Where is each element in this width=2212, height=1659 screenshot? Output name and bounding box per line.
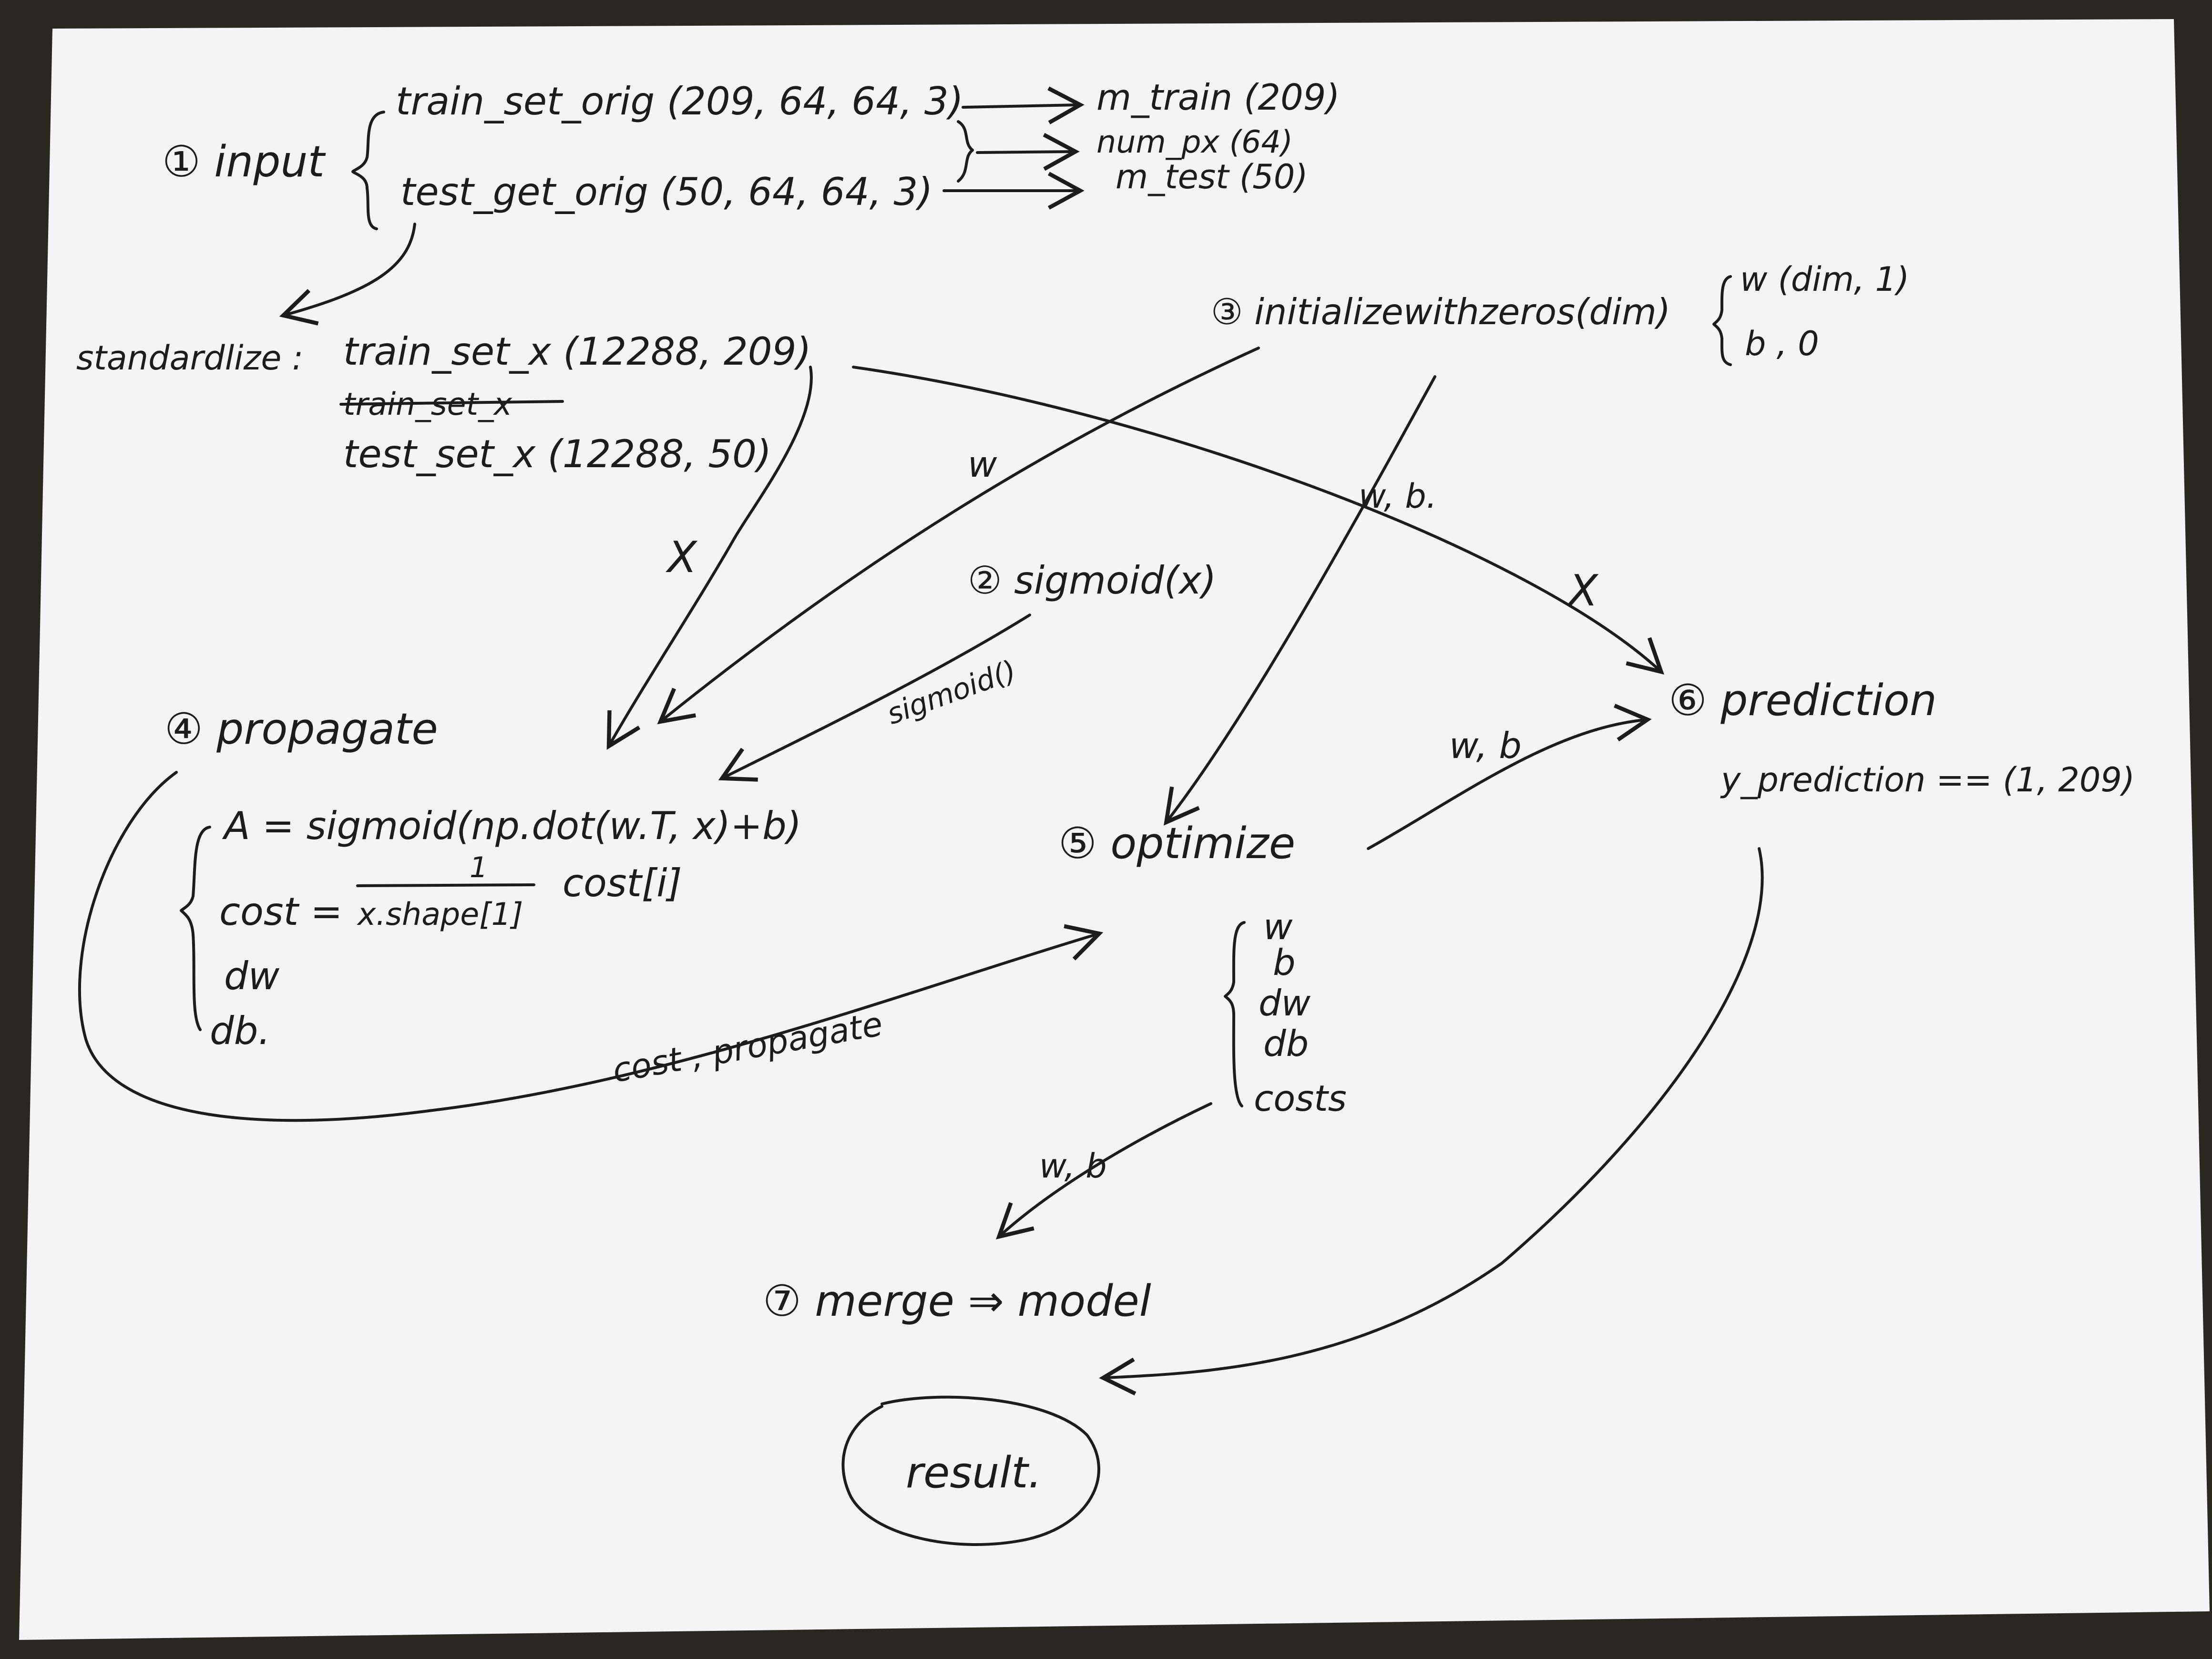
test-set-orig: test_get_orig (50, 64, 64, 3) <box>400 170 933 214</box>
opt-out-b: b <box>1273 942 1296 983</box>
node-propagate: ④ propagate A = sigmoid(np.dot(w.T, x)+b… <box>164 704 801 1053</box>
initialize-label: ③ initializewithzeros(dim) <box>1211 291 1670 333</box>
arrow-standardize-to-propagate <box>606 366 813 750</box>
standardize-label: standardlize : <box>76 338 303 378</box>
node-prediction: ⑥ prediction y_prediction == (1, 209) <box>1669 676 2135 799</box>
formula-cost: cost = <box>219 890 342 934</box>
edge-label-w: w <box>968 443 997 485</box>
result-label: result. <box>906 1448 1042 1498</box>
init-brace <box>1712 275 1732 366</box>
paper-sheet <box>19 19 2210 1640</box>
opt-out-dw: dw <box>1259 982 1311 1024</box>
arrow-m-train <box>962 86 1085 124</box>
arrow-optimize-to-merge <box>996 1102 1212 1239</box>
m-train: m_train (209) <box>1096 76 1340 118</box>
small-brace <box>957 120 974 183</box>
node-optimize: ⑤ optimize w b dw db costs <box>1058 819 1347 1119</box>
formula-a: A = sigmoid(np.dot(w.T, x)+b) <box>222 804 801 848</box>
prediction-shape: y_prediction == (1, 209) <box>1720 760 2135 799</box>
train-set-orig: train_set_orig (209, 64, 64, 3) <box>396 79 963 123</box>
cost-denominator: x.shape[1] <box>357 897 523 932</box>
input-label: ① input <box>162 137 327 187</box>
init-w: w (dim, 1) <box>1740 260 1909 299</box>
edge-label-wb-predict: w, b <box>1449 725 1522 767</box>
optimize-brace <box>1224 921 1246 1107</box>
arrow-optimize-to-prediction <box>1367 704 1652 850</box>
m-test: m_test (50) <box>1116 157 1308 196</box>
arrow-prediction-to-result <box>1099 847 1764 1396</box>
arrow-sigmoid-to-propagate <box>718 614 1031 782</box>
arrow-input-to-standardize <box>279 223 416 326</box>
opt-out-db: db <box>1263 1023 1309 1065</box>
opt-out-costs: costs <box>1254 1077 1347 1119</box>
cost-suffix: cost[i] <box>563 861 682 905</box>
formula-db: db. <box>210 1009 270 1053</box>
fraction-bar <box>356 883 535 887</box>
arrow-num-px <box>976 133 1080 171</box>
edge-label-wb-merge: w, b <box>1039 1147 1107 1186</box>
arrow-init-to-optimize <box>1163 375 1436 826</box>
node-standardize: standardlize : train_set_x (12288, 209) … <box>76 329 811 476</box>
node-input: ① input train_set_orig (209, 64, 64, 3) … <box>162 76 1340 326</box>
edge-label-x-right: X <box>1567 566 1599 616</box>
propagate-brace <box>180 826 211 1031</box>
arrow-standardize-to-prediction <box>852 366 1664 675</box>
node-initialize: ③ initializewithzeros(dim) w (dim, 1) b … <box>1211 260 1909 366</box>
result-ellipse <box>841 1395 1100 1546</box>
prediction-label: ⑥ prediction <box>1669 676 1937 726</box>
node-merge: ⑦ merge ⇒ model <box>763 1276 1151 1326</box>
input-brace <box>351 111 385 230</box>
opt-out-w: w <box>1263 906 1293 948</box>
strike-line <box>339 400 564 406</box>
arrow-propagate-to-optimize <box>78 771 1104 1122</box>
test-set-x: test_set_x (12288, 50) <box>343 432 771 476</box>
cost-numerator: 1 <box>470 851 488 884</box>
arrow-init-to-propagate <box>657 347 1260 725</box>
node-sigmoid: ② sigmoid(x) <box>968 558 1216 603</box>
node-result: result. <box>841 1395 1100 1546</box>
train-set-x: train_set_x (12288, 209) <box>343 329 811 374</box>
propagate-label: ④ propagate <box>164 704 438 754</box>
optimize-label: ⑤ optimize <box>1058 819 1295 869</box>
formula-dw: dw <box>224 954 280 998</box>
num-px: num_px (64) <box>1096 124 1293 160</box>
edge-label-x-left: X <box>666 533 698 583</box>
sigmoid-label: ② sigmoid(x) <box>968 558 1216 603</box>
init-b: b , 0 <box>1745 324 1819 363</box>
merge-label: ⑦ merge ⇒ model <box>763 1276 1151 1326</box>
